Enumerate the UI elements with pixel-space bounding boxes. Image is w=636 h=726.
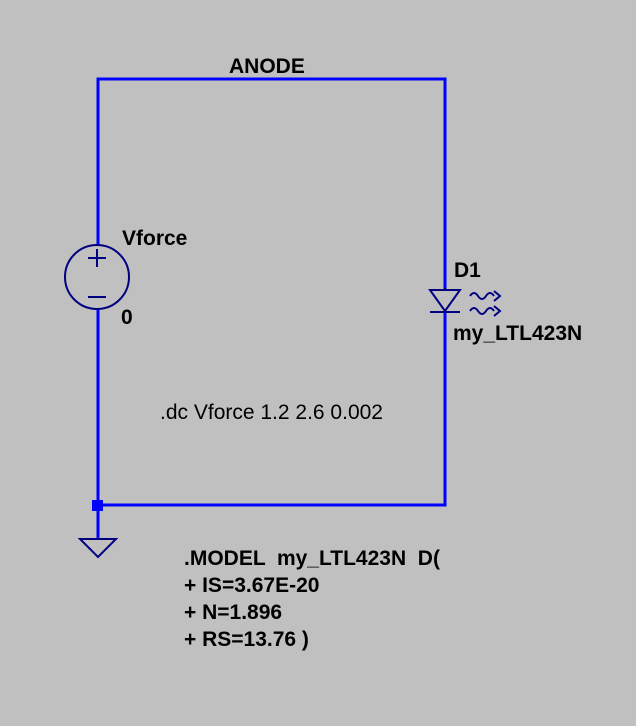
- light-emission-icon: [469, 290, 502, 317]
- model-directive-block[interactable]: .MODEL my_LTL423N D( + IS=3.67E-20 + N=1…: [184, 545, 440, 653]
- wire-ground-net[interactable]: [96, 308, 447, 507]
- diode-name-label[interactable]: D1: [454, 259, 481, 282]
- voltage-source-symbol[interactable]: [64, 244, 130, 310]
- junction-dot: [92, 500, 103, 511]
- model-line: + RS=13.76 ): [184, 628, 309, 651]
- source-name-label[interactable]: Vforce: [122, 227, 188, 250]
- led-diode-symbol[interactable]: [428, 288, 462, 313]
- source-value-label[interactable]: 0: [121, 306, 133, 329]
- net-label-anode[interactable]: ANODE: [229, 55, 305, 78]
- diode-triangle: [428, 289, 462, 313]
- model-line: .MODEL my_LTL423N D(: [184, 547, 440, 570]
- wires[interactable]: [96, 77, 447, 540]
- model-line: + IS=3.67E-20: [184, 574, 320, 597]
- ground-icon[interactable]: [77, 538, 119, 559]
- voltage-source-circle: [64, 244, 130, 310]
- dc-sweep-directive[interactable]: .dc Vforce 1.2 2.6 0.002: [160, 401, 383, 424]
- model-line: + N=1.896: [184, 601, 283, 624]
- diode-model-label[interactable]: my_LTL423N: [453, 322, 583, 345]
- wire-anode-net[interactable]: [96, 77, 447, 291]
